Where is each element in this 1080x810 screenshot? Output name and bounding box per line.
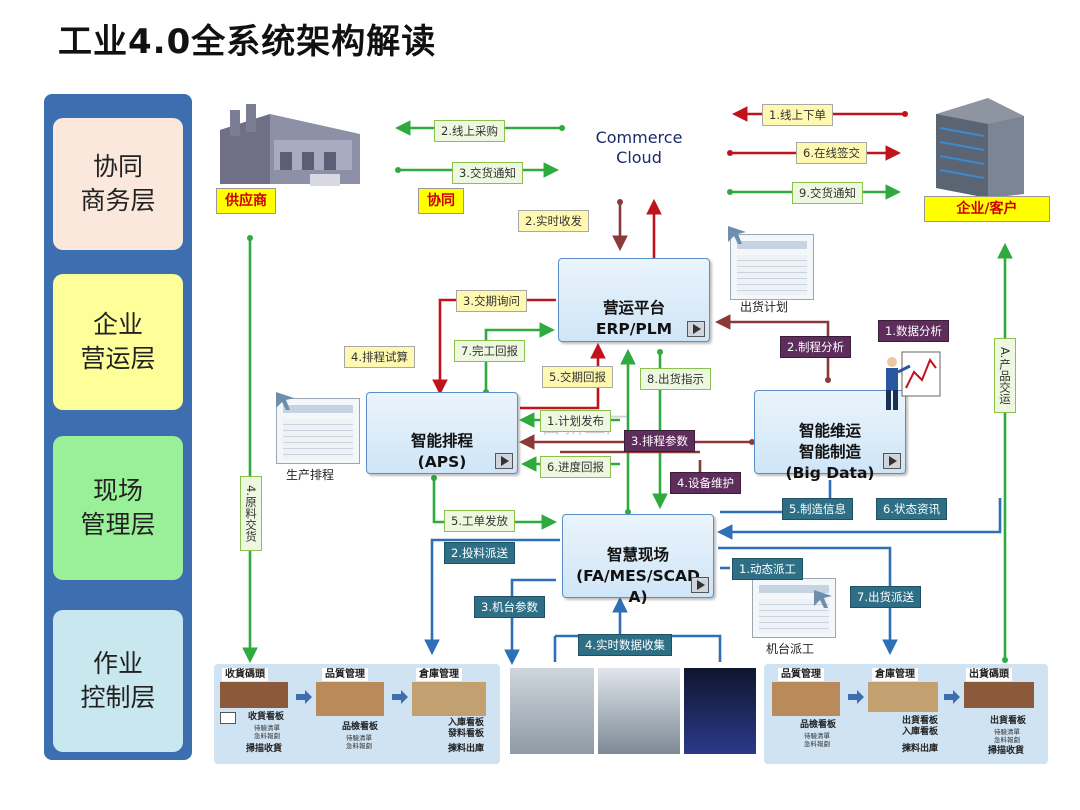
- dock-photo: [964, 682, 1034, 708]
- op-card-foot: 掃描收貨: [246, 744, 283, 754]
- flow-completion-report: 7.完工回报: [454, 340, 525, 362]
- flow-work-order: 5.工单发放: [444, 510, 515, 532]
- op-card-title: 品質管理: [322, 668, 368, 681]
- supplier-factory-icon: [210, 100, 370, 192]
- arrow-right-icon: [848, 690, 864, 704]
- flow-plan-release: 1.计划发布: [540, 410, 611, 432]
- flow-delivery-inquiry: 3.交期询问: [456, 290, 527, 312]
- op-card-foot: 揀料出庫: [448, 744, 485, 754]
- cursor-icon: [728, 226, 746, 244]
- flow-schedule-params: 3.排程参数: [624, 430, 695, 452]
- flow-shipping-dispatch: 7.出货派送: [850, 586, 921, 608]
- op-card-sub: 品檢看板: [342, 722, 379, 732]
- op-card-foot: 掃描收貨: [988, 746, 1025, 756]
- op-card-small: 待驗清單 急料報劇: [994, 728, 1020, 744]
- flow-realtime-io: 2.实时收发: [518, 210, 589, 232]
- arrow-right-icon: [392, 690, 408, 704]
- customer-label: 企业/客户: [924, 196, 1050, 222]
- quality-photo: [772, 682, 840, 716]
- flow-product-delivery: A.产品交运: [994, 338, 1016, 414]
- bigdata-box: 智能维运 智能制造 (Big Data): [754, 390, 906, 482]
- flow-online-order: 1.线上下单: [762, 104, 833, 126]
- shipping-plan-caption: 出货计划: [740, 300, 789, 314]
- layer-collab-business: 协同 商务层: [53, 118, 183, 250]
- erp-plm-box: 营运平台 ERP/PLM: [558, 258, 710, 342]
- warehouse-photo: [412, 682, 486, 716]
- op-card-quality-out: 品質管理 品檢看板 待驗清單 急料報劇: [768, 668, 854, 760]
- erp-plm-label: 营运平台 ERP/PLM: [595, 299, 673, 338]
- page-title: 工业4.0全系统架构解读: [58, 22, 437, 62]
- factory-photo-1: [510, 668, 594, 754]
- aps-label: 智能排程 (APS): [410, 432, 473, 471]
- warehouse-photo: [868, 682, 938, 712]
- layer-enterprise-ops: 企业 营运层: [53, 274, 183, 410]
- flow-mfg-info: 5.制造信息: [782, 498, 853, 520]
- flow-process-analysis: 2.制程分析: [780, 336, 851, 358]
- flow-online-purchase: 2.线上采购: [434, 120, 505, 142]
- bigdata-label: 智能维运 智能制造 (Big Data): [785, 422, 875, 482]
- op-card-sub: 收貨看板: [248, 712, 285, 722]
- op-card-small: 待驗清單 急料報劇: [346, 734, 372, 750]
- flow-machine-params: 3.机台参数: [474, 596, 545, 618]
- arrow-right-icon: [296, 690, 312, 704]
- quality-photo: [316, 682, 384, 716]
- flow-feed-dispatch: 2.投料派送: [444, 542, 515, 564]
- monitor-icon: [220, 712, 236, 724]
- op-card-foot: 揀料出庫: [902, 744, 939, 754]
- machine-dispatch-caption: 机台派工: [766, 642, 815, 656]
- flow-data-analysis: 1.数据分析: [878, 320, 949, 342]
- op-card-shipping-dock: 出貨碼頭 出貨看板 待驗清單 急料報劇 掃描收貨: [960, 668, 1046, 760]
- op-card-warehouse-out: 倉庫管理 出貨看板 入庫看板 揀料出庫: [864, 668, 950, 760]
- op-card-small: 待驗清單 急料報劇: [254, 724, 280, 740]
- op-card-title: 倉庫管理: [872, 668, 918, 681]
- flow-dynamic-dispatch: 1.动态派工: [732, 558, 803, 580]
- flow-equipment-maint: 4.设备维护: [670, 472, 741, 494]
- op-card-title: 收貨碼頭: [222, 668, 268, 681]
- play-icon[interactable]: [691, 577, 709, 593]
- op-card-sub: 入庫看板 發料看板: [448, 718, 485, 739]
- production-schedule-screen: [276, 398, 360, 464]
- cursor-icon: [276, 392, 294, 410]
- mes-box: 智慧现场 (FA/MES/SCAD A): [562, 514, 714, 606]
- dock-photo: [220, 682, 288, 708]
- flow-delivery-notice-9: 9.交货通知: [792, 182, 863, 204]
- flow-progress-report: 6.进度回报: [540, 456, 611, 478]
- mes-label: 智慧现场 (FA/MES/SCAD A): [576, 546, 700, 606]
- play-icon[interactable]: [495, 453, 513, 469]
- arrow-right-icon: [944, 690, 960, 704]
- layer-operation-control: 作业 控制层: [53, 610, 183, 752]
- op-card-title: 品質管理: [778, 668, 824, 681]
- customer-building-icon: [936, 98, 1024, 198]
- commerce-cloud: Commerce Cloud: [595, 128, 683, 167]
- op-card-sub: 出貨看板 入庫看板: [902, 716, 939, 737]
- flow-delivery-notice-3: 3.交货通知: [452, 162, 523, 184]
- analyst-chart-icon: [886, 351, 941, 410]
- flow-online-sign: 6.在线签交: [796, 142, 867, 164]
- op-card-small: 待驗清單 急料報劇: [804, 732, 830, 748]
- flow-shipping-instruction: 8.出货指示: [640, 368, 711, 390]
- play-icon[interactable]: [687, 321, 705, 337]
- factory-photo-2: [598, 668, 680, 754]
- collab-label: 协同: [418, 188, 464, 214]
- factory-photo-3: [684, 668, 756, 754]
- flow-realtime-collect: 4.实时数据收集: [578, 634, 672, 656]
- play-icon[interactable]: [883, 453, 901, 469]
- op-card-sub: 品檢看板: [800, 720, 837, 730]
- flow-material-delivery: 4.原料交货: [240, 476, 262, 551]
- flow-delivery-report: 5.交期回报: [542, 366, 613, 388]
- supplier-label: 供应商: [216, 188, 276, 214]
- aps-box: 智能排程 (APS): [366, 392, 518, 474]
- op-card-sub: 出貨看板: [990, 716, 1027, 726]
- flow-schedule-trial: 4.排程试算: [344, 346, 415, 368]
- cursor-icon: [814, 590, 832, 608]
- op-card-warehouse: 倉庫管理 入庫看板 發料看板 揀料出庫: [408, 668, 498, 760]
- shipping-plan-screen: [730, 234, 814, 300]
- production-schedule-caption: 生产排程: [286, 468, 335, 482]
- op-card-title: 倉庫管理: [416, 668, 462, 681]
- flow-status-info: 6.状态资讯: [876, 498, 947, 520]
- op-card-quality: 品質管理 品檢看板 待驗清單 急料報劇: [312, 668, 390, 760]
- op-card-receiving: 收貨碼頭 收貨看板 待驗清單 急料報劇 掃描收貨: [218, 668, 296, 760]
- layer-site-management: 现场 管理层: [53, 436, 183, 580]
- op-card-title: 出貨碼頭: [966, 668, 1012, 681]
